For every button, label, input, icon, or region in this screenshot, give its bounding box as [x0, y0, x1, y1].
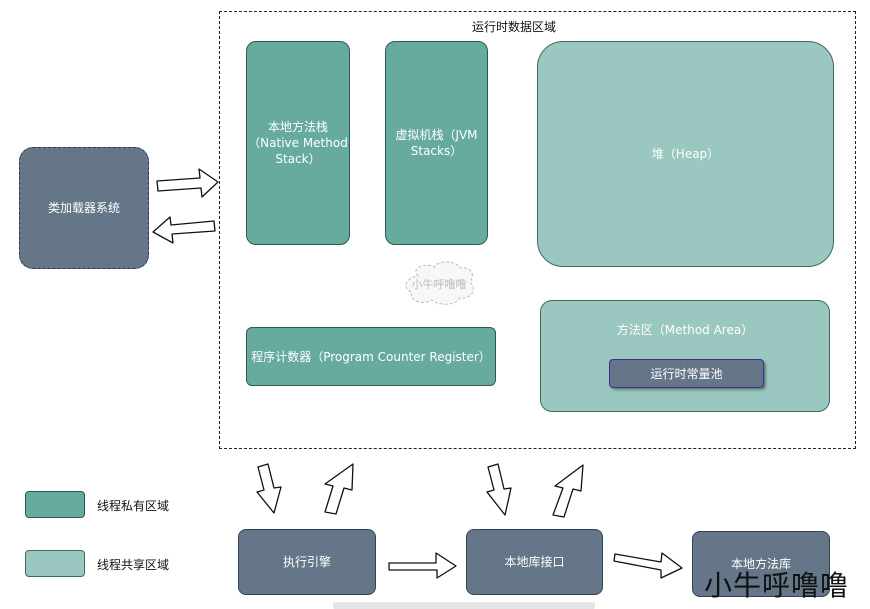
- horizontal-scrollbar[interactable]: [333, 602, 595, 609]
- class-loader-block[interactable]: 类加载器系统: [19, 147, 149, 269]
- constant-pool-block[interactable]: 运行时常量池: [609, 359, 764, 388]
- arrow-runtime-to-loader: [152, 216, 216, 244]
- arrow-loader-to-runtime: [156, 168, 219, 198]
- legend-private-swatch: [25, 491, 85, 518]
- heap-block[interactable]: 堆（Heap）: [537, 41, 834, 267]
- runtime-data-area-title: 运行时数据区域: [472, 20, 557, 34]
- constant-pool-label: 运行时常量池: [650, 366, 723, 381]
- jvm-stack-block[interactable]: 虚拟机栈（JVM Stacks）: [385, 41, 488, 245]
- watermark-signature: 小牛呼噜噜: [704, 569, 850, 602]
- legend-private-label: 线程私有区域: [97, 499, 170, 513]
- class-loader-label: 类加载器系统: [47, 201, 120, 215]
- method-area-label: 方法区（Method Area）: [616, 323, 754, 337]
- execution-engine-label: 执行引擎: [282, 555, 331, 569]
- watermark-cloud-text: 小牛呼噜噜: [411, 278, 467, 291]
- execution-engine-block[interactable]: 执行引擎: [238, 529, 376, 595]
- native-method-stack-block[interactable]: 本地方法栈 （Native Method Stack）: [246, 41, 350, 245]
- arrow-interface-to-runtime: [552, 464, 584, 518]
- jvm-stack-label: 虚拟机栈（JVM Stacks）: [395, 128, 478, 158]
- native-interface-label: 本地库接口: [504, 555, 565, 569]
- legend-shared-label: 线程共享区域: [97, 558, 170, 572]
- method-area-block[interactable]: 方法区（Method Area）: [540, 300, 830, 412]
- program-counter-label: 程序计数器（Program Counter Register）: [251, 349, 491, 364]
- native-interface-block[interactable]: 本地库接口: [466, 529, 603, 595]
- arrow-engine-to-interface: [388, 552, 457, 579]
- watermark-cloud-shape: [405, 261, 474, 305]
- native-method-stack-label: 本地方法栈 （Native Method Stack）: [248, 120, 348, 166]
- runtime-data-area: [219, 11, 856, 449]
- arrow-runtime-to-engine: [256, 463, 282, 514]
- native-library-label: 本地方法库: [730, 557, 791, 571]
- heap-label: 堆（Heap）: [651, 147, 720, 161]
- native-library-block[interactable]: 本地方法库: [692, 531, 830, 597]
- arrow-runtime-to-interface: [486, 463, 512, 516]
- arrow-interface-to-library: [613, 552, 683, 579]
- legend-shared-swatch: [25, 550, 85, 577]
- program-counter-block[interactable]: 程序计数器（Program Counter Register）: [246, 327, 496, 386]
- arrow-engine-to-runtime: [324, 463, 354, 515]
